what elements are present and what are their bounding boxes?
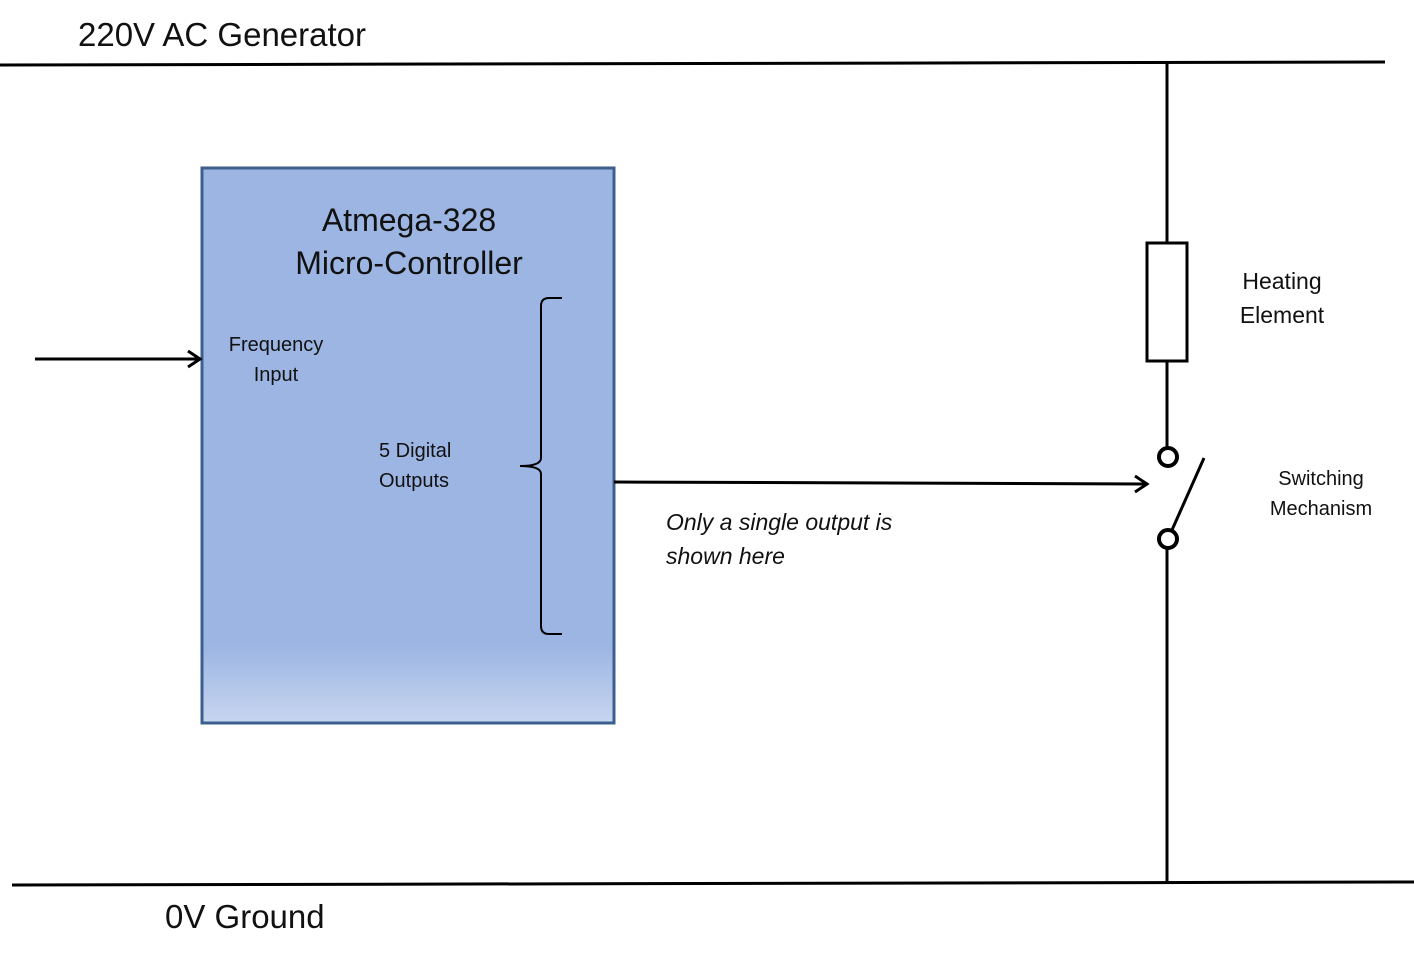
switching-mechanism-label-line1: Switching [1278,468,1364,490]
switch-bottom-contact [1157,528,1179,550]
frequency-input-arrow [35,349,203,369]
microcontroller-title-line1: Atmega-328 [321,202,497,238]
single-output-note: Only a single output is shown here [666,505,892,573]
microcontroller-block [200,166,616,725]
heating-element-label-line2: Element [1239,302,1325,328]
digital-outputs-label: 5 Digital Outputs [379,436,451,496]
ground-rail-label: 0V Ground [165,898,325,935]
microcontroller-title: Atmega-328 Micro-Controller [205,201,613,283]
frequency-input-label: Frequency Input [216,330,336,390]
digital-outputs-label-line1: 5 Digital [379,440,452,462]
heating-element-label-line1: Heating [1242,268,1322,294]
supply-rail-label: 220V AC Generator [78,16,367,53]
heating-element-label: Heating Element [1222,264,1342,332]
frequency-input-label-line1: Frequency [228,334,324,356]
switching-mechanism-label-line2: Mechanism [1269,498,1373,520]
switch-top-contact [1157,446,1179,468]
single-output-note-line2: shown here [666,543,785,569]
frequency-input-label-line2: Input [253,364,299,386]
heating-element-resistor [1145,241,1189,363]
microcontroller-title-line2: Micro-Controller [295,245,523,282]
outputs-brace [519,297,562,635]
single-output-note-line1: Only a single output is [666,509,893,535]
digital-outputs-label-line2: Outputs [379,470,450,492]
switch-blade [1170,457,1206,531]
switching-mechanism-label: Switching Mechanism [1256,464,1386,524]
switch-symbol [1157,446,1206,550]
output-signal-arrow [613,474,1150,494]
supply-rail-line [0,60,1386,67]
ground-rail-line [11,880,1414,887]
